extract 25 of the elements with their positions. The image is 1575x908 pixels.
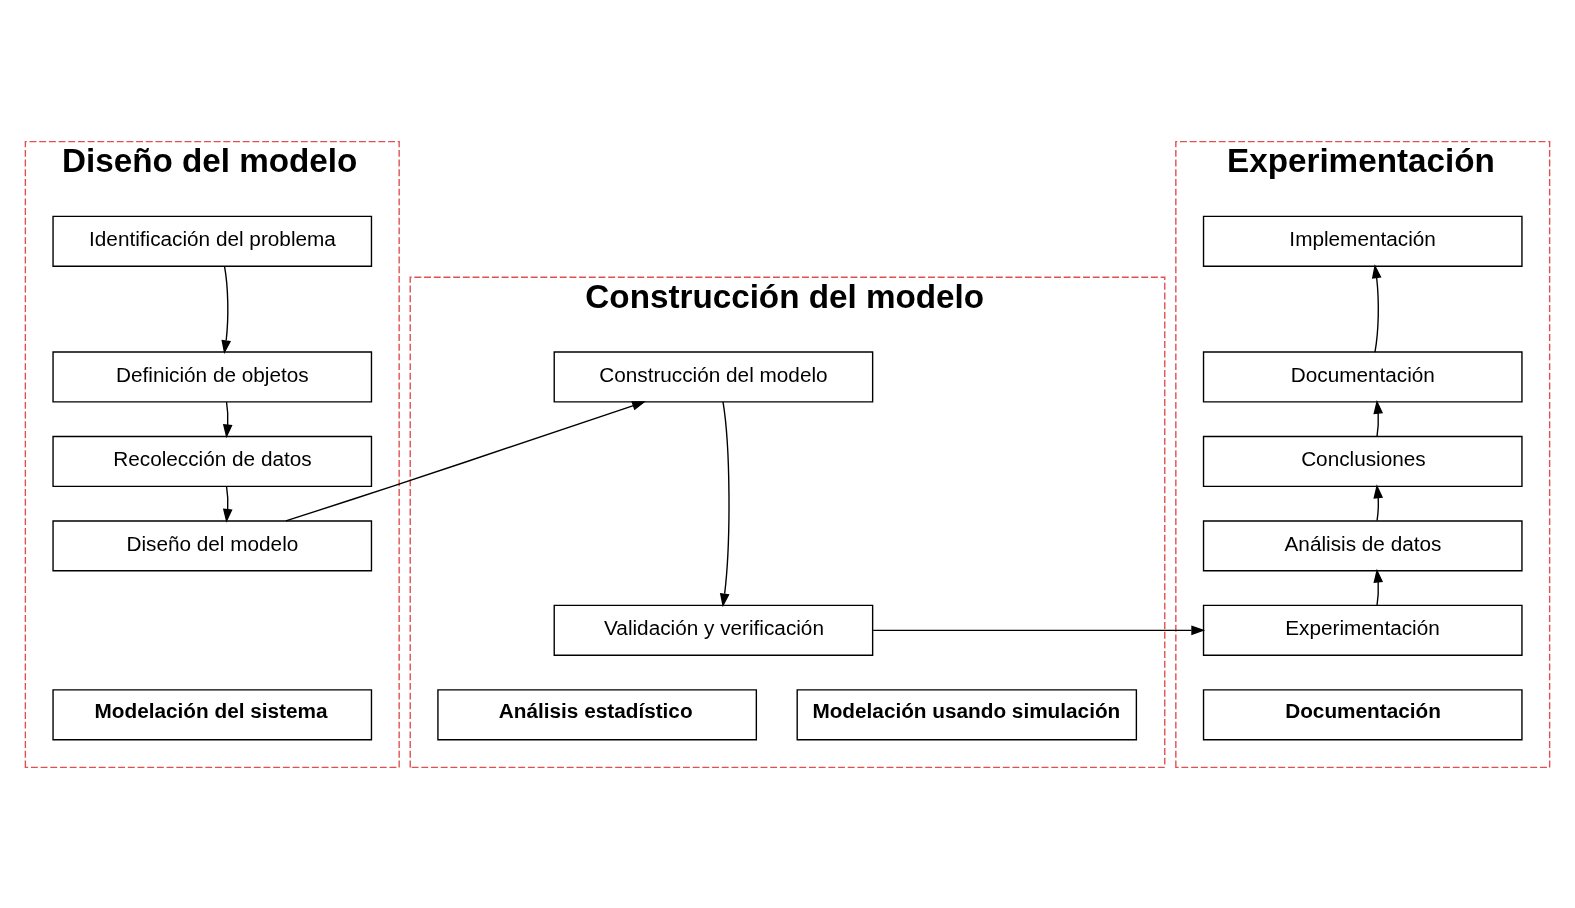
node-box: Identificación del problema [52,215,373,267]
arrow [1373,483,1384,521]
node-box: Diseño del modelo [52,519,373,571]
arrow [872,624,1206,635]
arrow [1373,399,1384,437]
node-box: Análisis estadístico [437,688,758,740]
node-box: Documentación [1202,688,1523,740]
node-box: Definición de objetos [52,350,373,403]
arrow [222,400,233,438]
arrow [719,400,730,607]
node-box: Experimentación [1202,604,1523,656]
arrow [1373,568,1384,606]
node-box: Modelación del sistema [52,688,373,740]
node-box: Documentación [1202,350,1523,403]
node-box: Validación y verificación [553,604,874,656]
arrow [222,485,233,523]
node-box: Construcción del modelo [553,350,874,403]
node-box: Recolección de datos [52,435,373,487]
arrow [285,400,646,522]
node-box: Implementación [1202,215,1523,267]
arrow [221,265,231,354]
node-box: Modelación usando simulación [796,688,1138,740]
arrow [1371,263,1382,353]
node-box: Análisis de datos [1202,519,1523,571]
node-box: Conclusiones [1202,435,1523,487]
